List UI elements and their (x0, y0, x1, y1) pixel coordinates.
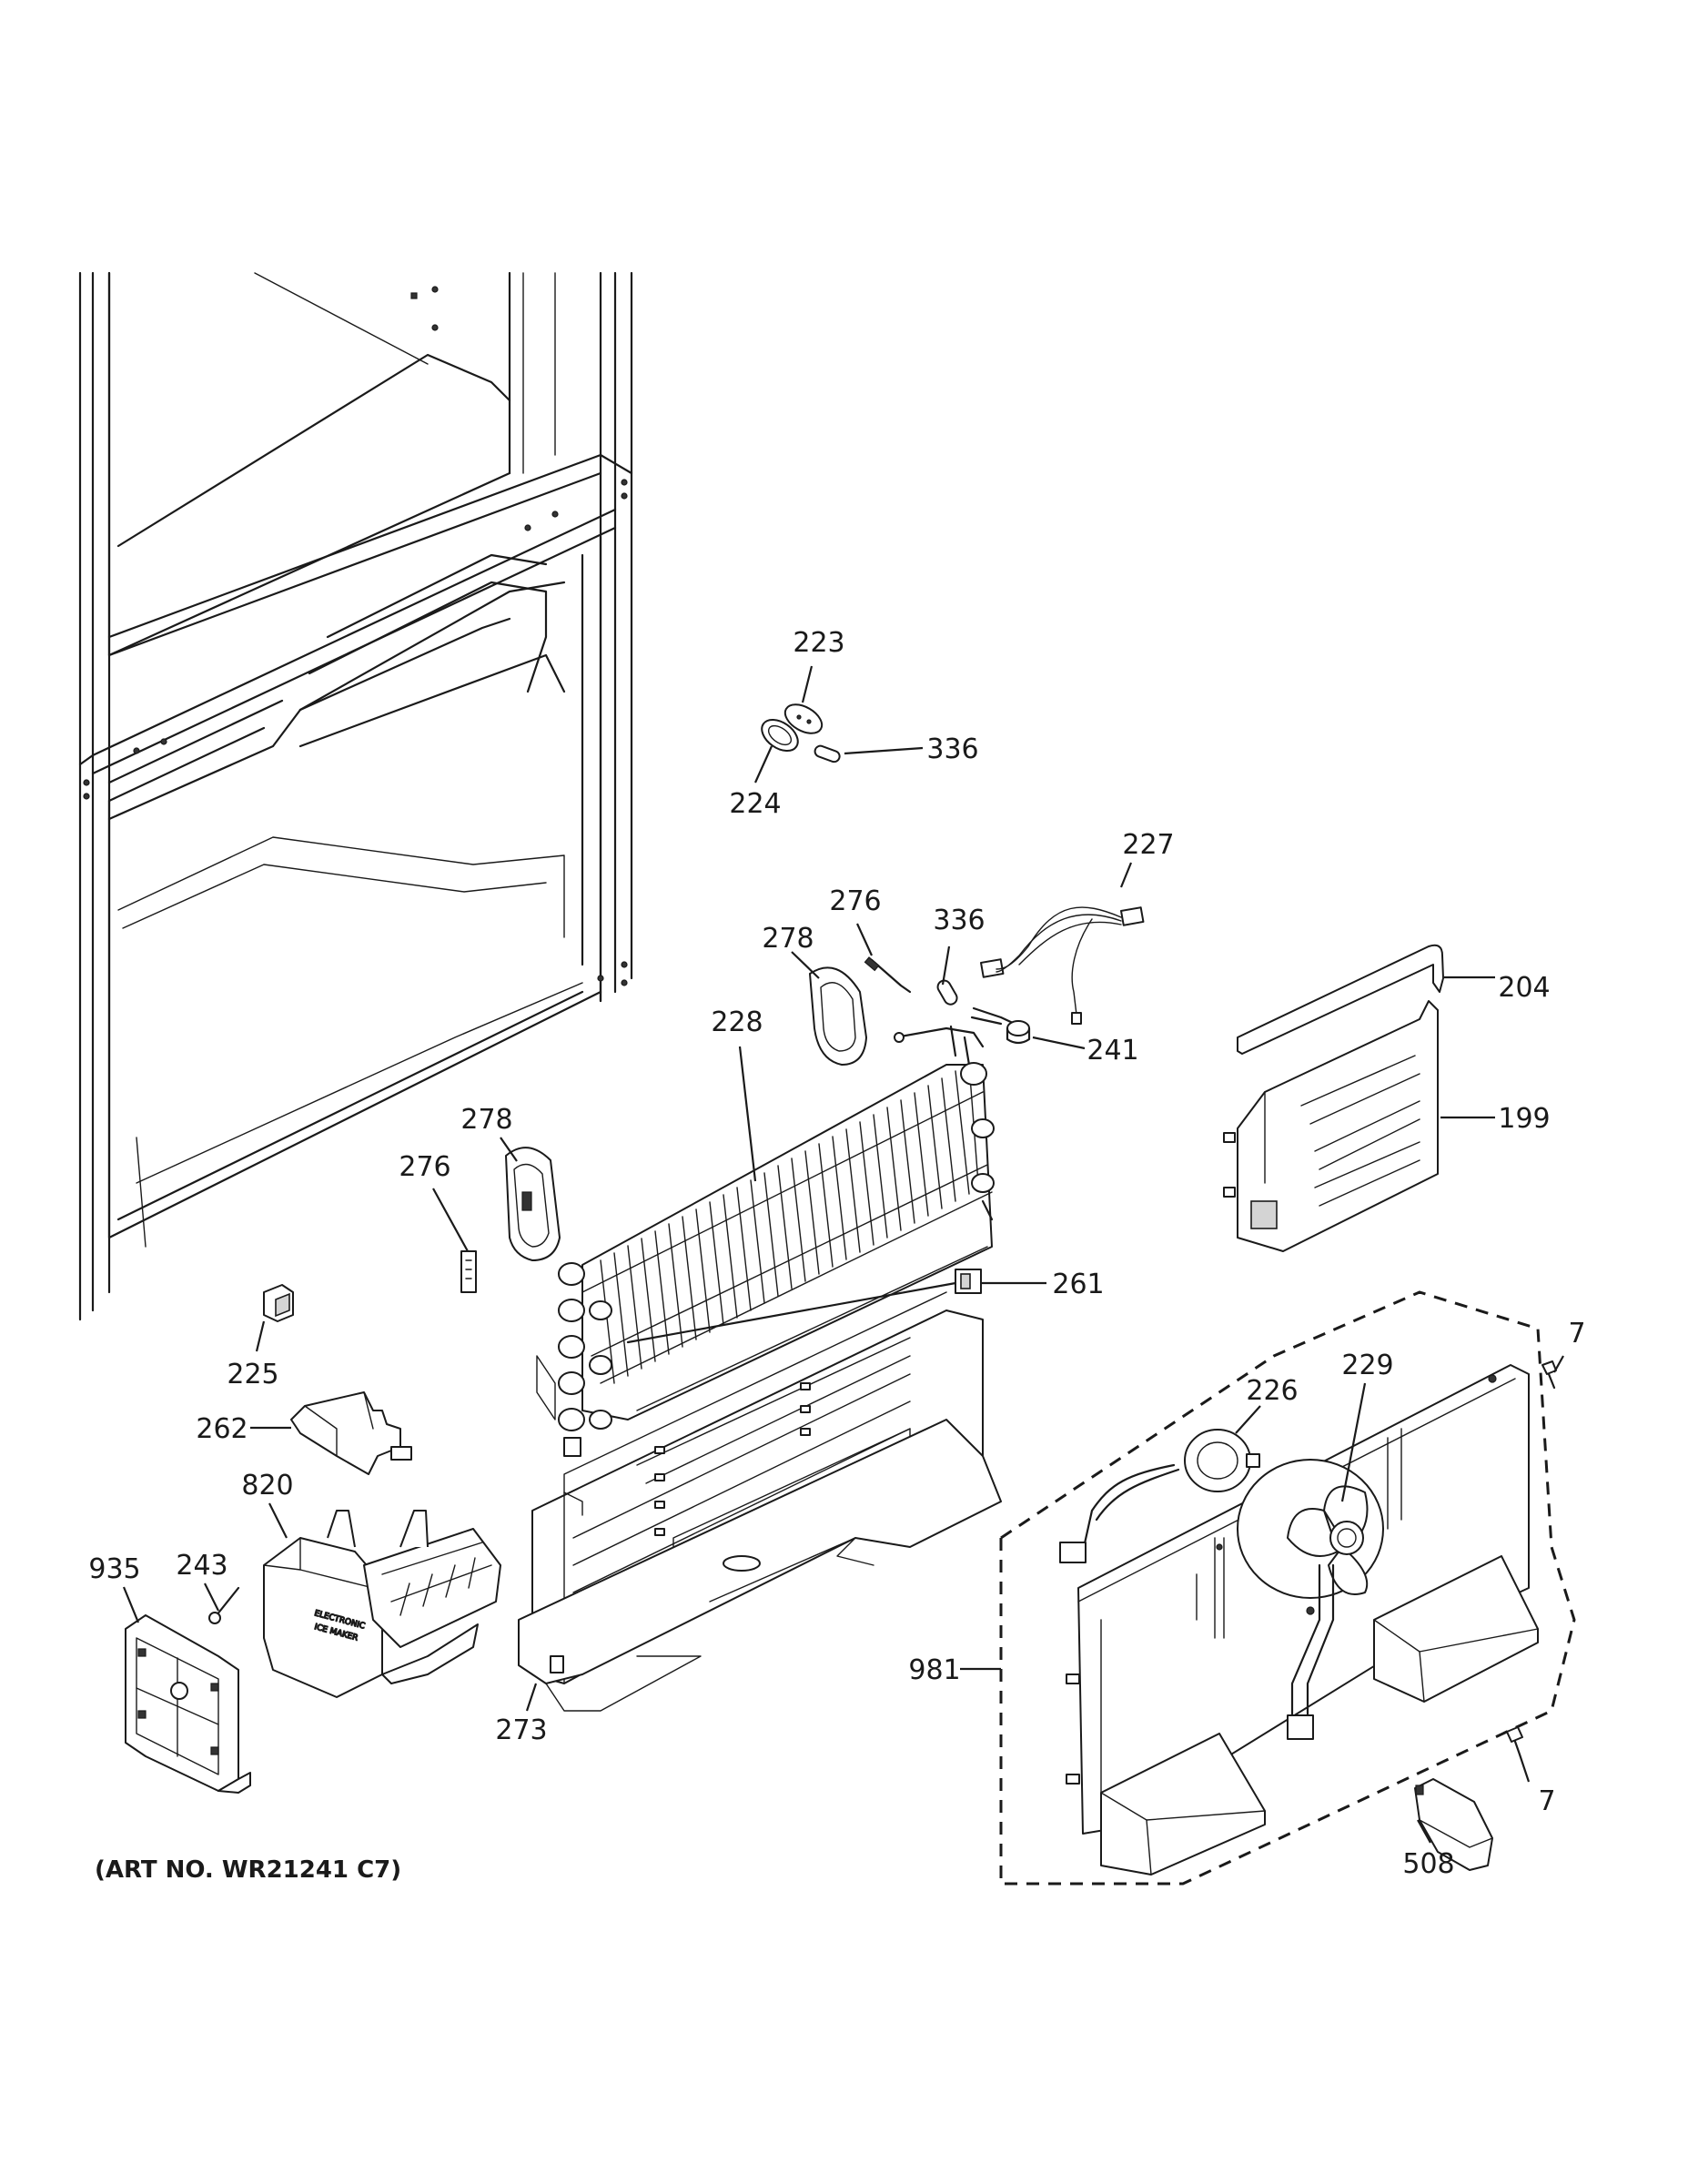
callout-243: 243 (176, 1550, 227, 1582)
part-508-cover (1414, 1778, 1493, 1871)
part-820-ice-maker: ELECTRONIC ICE MAKER (263, 1510, 501, 1698)
part-278-gasket-lower (505, 1147, 561, 1261)
part-7-screw-lower (1506, 1726, 1523, 1756)
callout-278-lower: 278 (460, 1104, 512, 1136)
callout-224: 224 (729, 788, 781, 820)
callout-7-upper: 7 (1568, 1318, 1585, 1350)
callout-227: 227 (1122, 829, 1174, 861)
part-243-screw (208, 1586, 240, 1624)
callout-278-upper: 278 (762, 923, 814, 955)
part-225-switch (263, 1284, 294, 1322)
part-223-disc (783, 703, 824, 734)
callout-labels: 223 224 336 227 276 336 278 204 241 228 … (88, 627, 1585, 1880)
callout-241: 241 (1087, 1035, 1138, 1067)
callout-276-lower: 276 (399, 1151, 450, 1183)
callout-228: 228 (711, 1006, 763, 1038)
part-273-evaporator-cover (518, 1291, 1002, 1712)
part-199-fan-cover (1223, 1000, 1439, 1252)
callout-226: 226 (1246, 1375, 1298, 1407)
callout-820: 820 (241, 1470, 293, 1502)
part-336-pin-middle (936, 979, 958, 1006)
callout-199: 199 (1498, 1103, 1550, 1135)
leader-lines (122, 665, 1564, 1844)
callout-273: 273 (495, 1714, 547, 1746)
part-278-gasket-upper (809, 966, 867, 1066)
callout-336-top: 336 (926, 733, 978, 765)
part-935-mounting-bracket (125, 1614, 251, 1794)
part-241-coil (970, 1006, 1031, 1045)
part-981-fan-assembly (999, 1290, 1576, 1886)
part-261-connector (626, 1269, 982, 1344)
part-7-screw-upper (1541, 1360, 1557, 1390)
callout-223: 223 (793, 627, 844, 659)
part-224-grille (761, 718, 799, 753)
callout-229: 229 (1341, 1350, 1393, 1381)
callout-276-upper: 276 (829, 885, 881, 917)
part-204-trim (1237, 944, 1444, 1055)
part-228-evaporator (536, 1025, 995, 1457)
evaporator-fins (600, 1064, 979, 1384)
art-number-caption: (ART NO. WR21241 C7) (95, 1856, 401, 1884)
part-336-pin-top (814, 744, 841, 763)
part-227-wire-harness (980, 906, 1145, 1025)
refrigerator-case-liner (78, 271, 633, 1321)
callout-204: 204 (1498, 972, 1550, 1004)
callout-981: 981 (908, 1654, 960, 1686)
callout-262: 262 (196, 1413, 248, 1445)
callout-336-middle: 336 (933, 905, 985, 936)
callout-7-lower: 7 (1538, 1785, 1555, 1817)
part-276-thermistor-upper (864, 956, 912, 994)
callout-935: 935 (88, 1553, 140, 1585)
callout-261: 261 (1052, 1269, 1104, 1300)
callout-225: 225 (227, 1359, 278, 1390)
part-276-thermistor-lower (460, 1250, 477, 1293)
evaporator-return-bends (558, 1062, 995, 1431)
callout-508: 508 (1402, 1848, 1454, 1880)
part-262-ice-bucket-bracket (290, 1391, 412, 1475)
